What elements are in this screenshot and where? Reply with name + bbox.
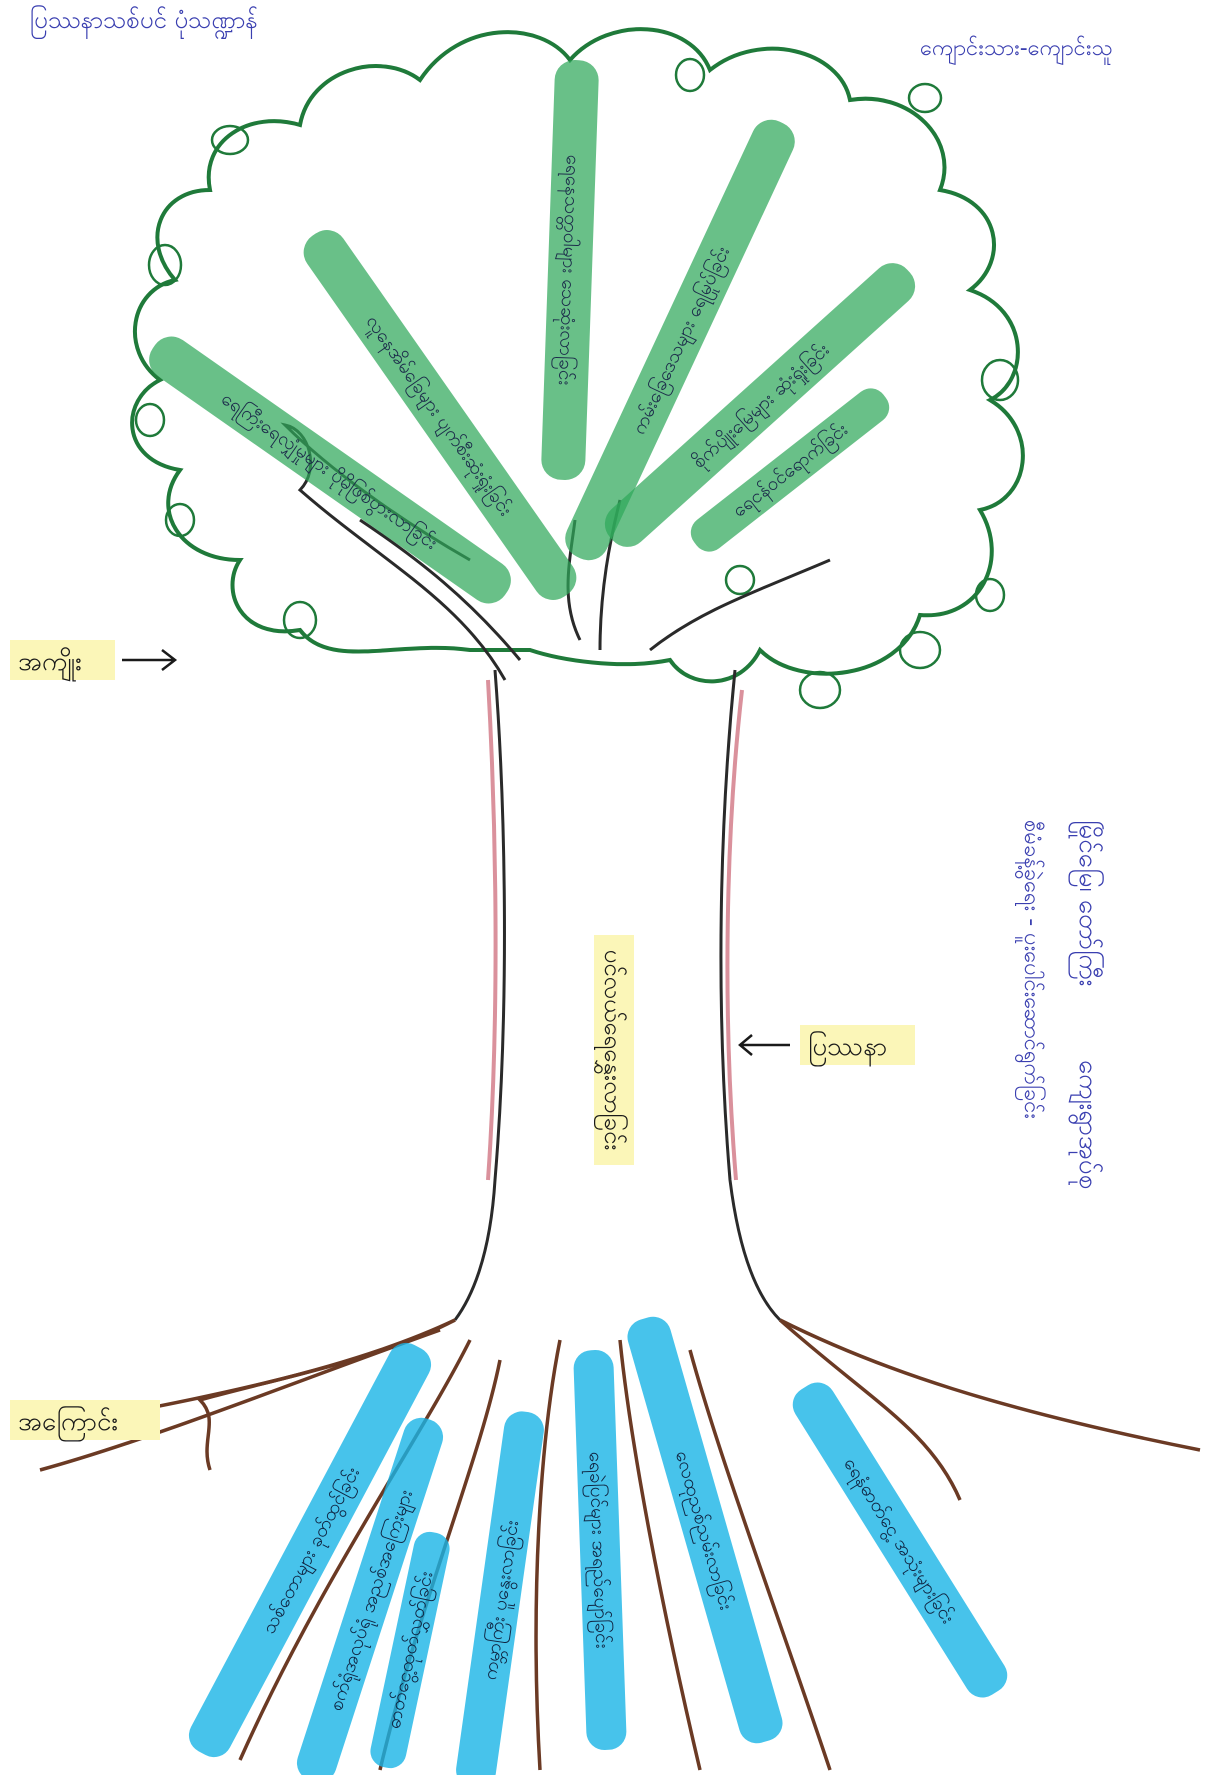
trunk-label-text: ပင်လယ်ရေနွှေးလာခြင်း (594, 950, 629, 1151)
label-roots: အကြောင်း (10, 1400, 160, 1442)
trunk-label: ပင်လယ်ရေနွှေးလာခြင်း (594, 935, 634, 1165)
branch-label-1: ရေကြီးရေလျှံမှုများ ပိုမိုဖြစ်ပွားလာခြင်… (215, 386, 443, 557)
trunk-right-shade (727, 690, 742, 1180)
root-label-7: ရေနံဓာတ်ငွေ့ အသုံးများခြင်း (836, 1453, 961, 1630)
root-bands: သစ်တောများ ခုတ်ထွင်ခြင်း စက်ရုံအလုပ်ရုံ … (183, 1312, 1014, 1775)
side-note: မြိုင်မြေ၊ တော်ကြီး ကျေးရွာအုပ်စု စီမံခန… (1014, 820, 1106, 1190)
label-branches: အကျိုး (10, 640, 175, 682)
note-line-3: စီမံခန့်ခွဲရေး - ပူးပေါင်းဆောင်ရွက်ခြင်း (1014, 820, 1046, 1119)
note-line-1: မြိုင်မြေ၊ တော်ကြီး (1068, 820, 1106, 986)
label-problem-text: ပြဿနာ (808, 1029, 887, 1067)
arrow-right-icon (122, 650, 175, 670)
trunk-right-edge (721, 670, 780, 1320)
label-branches-text: အကျိုး (18, 646, 82, 682)
arrow-left-icon (740, 1035, 790, 1055)
label-roots-text: အကြောင်း (18, 1404, 118, 1442)
branch-bands: ရေကြီးရေလျှံမှုများ ပိုမိုဖြစ်ပွားလာခြင်… (141, 59, 923, 611)
label-problem: ပြဿနာ (740, 1025, 915, 1067)
branch-label-4: ကမ်းခြေဒေသများ ရေမြုပ်ခြင်း (626, 242, 738, 439)
note-line-2: ကျေးရွာအုပ်စု (1068, 1060, 1104, 1190)
header-right-text: ကျောင်းသား-ကျောင်းသူ (920, 35, 1113, 65)
trunk-left-shade (488, 680, 496, 1180)
header-left-text: ပြဿနာသစ်ပင် ပုံသဏ္ဍာန် (30, 4, 258, 39)
